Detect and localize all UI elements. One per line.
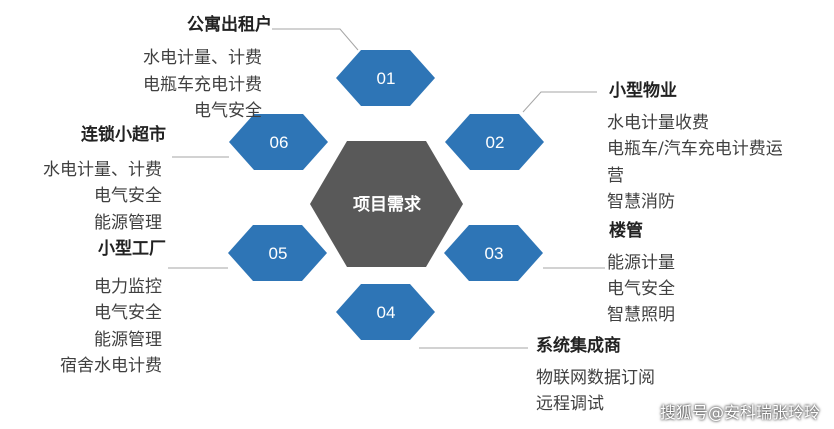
- apartment-title: 公寓出租户: [187, 15, 272, 35]
- watermark: 搜狐号@安科瑞张玲玲: [659, 403, 820, 422]
- property-item-3: 营: [607, 166, 624, 186]
- property-item-1: 水电计量收费: [607, 113, 709, 133]
- center-hexagon: 项目需求: [310, 141, 463, 267]
- integrator-item-2: 远程调试: [536, 394, 604, 414]
- supermarket-title: 连锁小超市: [81, 125, 166, 145]
- connector-line-01: [272, 28, 359, 51]
- integrator-item-1: 物联网数据订阅: [536, 368, 655, 388]
- building-item-1: 能源计量: [607, 253, 675, 273]
- building-item-3: 智慧照明: [607, 305, 675, 325]
- property-item-4: 智慧消防: [607, 192, 675, 212]
- supermarket-item-2: 电气安全: [94, 186, 162, 206]
- building-item-2: 电气安全: [607, 279, 675, 299]
- hexagon-01: 01: [336, 50, 435, 106]
- factory-item-3: 能源管理: [94, 330, 162, 350]
- factory-title: 小型工厂: [98, 239, 166, 259]
- center-label: 项目需求: [353, 194, 421, 215]
- property-title: 小型物业: [609, 81, 677, 101]
- hexagon-06: 06: [229, 114, 328, 170]
- hexagon-05-label: 05: [269, 244, 288, 263]
- supermarket-item-3: 能源管理: [94, 213, 162, 233]
- building-title: 楼管: [609, 221, 643, 241]
- hexagon-06-label: 06: [270, 133, 289, 152]
- hexagon-04-label: 04: [377, 303, 396, 322]
- connector-line-02: [522, 91, 597, 113]
- hexagon-03-label: 03: [485, 244, 504, 263]
- factory-item-2: 电气安全: [94, 303, 162, 323]
- apartment-item-2: 电瓶车充电计费: [143, 75, 262, 95]
- hexagon-01-label: 01: [377, 69, 396, 88]
- supermarket-item-1: 水电计量、计费: [43, 160, 162, 180]
- hexagon-02-label: 02: [486, 133, 505, 152]
- hexagon-03: 03: [444, 225, 543, 281]
- factory-item-1: 电力监控: [94, 277, 162, 297]
- integrator-title: 系统集成商: [536, 336, 621, 356]
- apartment-item-3: 电气安全: [194, 101, 262, 121]
- hexagon-04: 04: [336, 284, 435, 340]
- property-item-2: 电瓶车/汽车充电计费运: [607, 139, 783, 159]
- hexagon-05: 05: [228, 225, 327, 281]
- hexagon-02: 02: [445, 114, 544, 170]
- apartment-item-1: 水电计量、计费: [143, 48, 262, 68]
- factory-item-4: 宿舍水电计费: [60, 356, 162, 376]
